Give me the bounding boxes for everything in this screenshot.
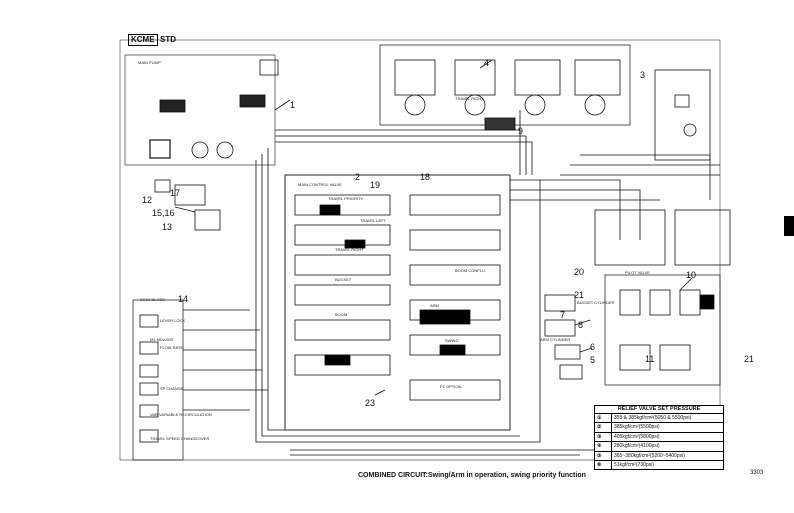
label-boom: BOOM (335, 312, 348, 317)
callout-8: 8 (578, 320, 584, 330)
row-value: 280kgf/cm²(4100psi) (611, 441, 724, 452)
callout-1: 1 (290, 100, 296, 110)
row-key: ⑤ (594, 450, 612, 462)
label-var-recirculation: VAR VARIABLE RECIRCULATION (150, 412, 212, 417)
row-key: ③ (594, 431, 612, 443)
callout-21a: 21 (574, 290, 585, 300)
callout-7: 7 (560, 310, 566, 320)
label-sp-change: SP CHANGE (160, 386, 184, 391)
label-p2-option: P2 OPTION (440, 384, 462, 389)
label-m1-mdaxmt: M1 MDAXMT (150, 337, 174, 342)
callout-17: 17 (170, 188, 181, 198)
callout-4: 4 (484, 58, 490, 68)
label-boom-conflu: BOOM CONFLU. (455, 268, 486, 273)
row-value: 385kgf/cm²(5500psi) (611, 422, 724, 433)
label-travel-priority: TRAVEL PRIORITY (328, 196, 364, 201)
label-travel-right-motor: TRAVEL RIGHT (455, 96, 484, 101)
label-travel-right: TRAVEL RIGHT (335, 247, 364, 252)
callout-15-16: 15,16 (152, 208, 175, 218)
callout-3: 3 (640, 70, 646, 80)
label-travel-speed-changeover: TRAVEL SPEED CHANGEOVER (150, 436, 210, 441)
callout-12: 12 (142, 195, 153, 205)
callout-2: 2 (355, 172, 361, 182)
row-key: ④ (594, 441, 612, 452)
page-number: 3303 (750, 470, 764, 476)
label-main-control-valve: MAIN CONTROL VALVE (298, 182, 342, 187)
callout-9: 9 (518, 126, 524, 136)
row-value: 51kgf/cm²(730psi) (611, 460, 724, 471)
callout-14: 14 (178, 294, 189, 304)
label-travel-left: TRAVEL LEFT (360, 218, 387, 223)
label-solv-block: SOLV BLOCK (140, 297, 166, 302)
callout-6: 6 (590, 342, 596, 352)
row-key: ⑥ (594, 460, 612, 471)
section-tab-marker (784, 216, 794, 236)
callout-18: 18 (420, 172, 431, 182)
row-key: ② (594, 422, 612, 433)
callout-23: 23 (365, 398, 376, 408)
label-arm-cylinder: ARM CYLINDER (540, 337, 571, 342)
callout-20: 20 (574, 267, 585, 277)
callout-19: 19 (370, 180, 381, 190)
model-suffix: STD (160, 35, 176, 44)
row-key: ① (594, 412, 612, 424)
row-value: 405kgf/cm²(5800psi) (611, 431, 724, 443)
callout-21b: 21 (744, 354, 755, 364)
callout-10: 10 (686, 270, 697, 280)
frame (119, 39, 721, 461)
callout-13: 13 (162, 222, 173, 232)
relief-table-title: RELIEF VALVE SET PRESSURE (594, 405, 724, 413)
label-bucket-cylinder: BUCKET CYLINDER (577, 300, 615, 305)
callout-5: 5 (590, 355, 596, 365)
label-swing: SWING (445, 338, 459, 343)
figure-caption: COMBINED CIRCUIT:Swing/Arm in operation,… (358, 472, 586, 479)
label-lever-lock: LEVER LOCK (160, 318, 186, 323)
callout-11: 11 (645, 354, 655, 364)
row-value: 365~380kgf/cm²(5200~5400psi) (611, 450, 724, 462)
label-main-pump: MAIN PUMP (138, 60, 161, 65)
label-arm: ARM (430, 303, 439, 308)
label-pilot-valve: PILOT VALVE (625, 270, 650, 275)
label-flow-rate: FLOW RATE (160, 345, 184, 350)
row-value: 355 & 385kgf/cm²(5050 & 5500psi) (611, 412, 724, 424)
label-bucket: BUCKET (335, 277, 352, 282)
